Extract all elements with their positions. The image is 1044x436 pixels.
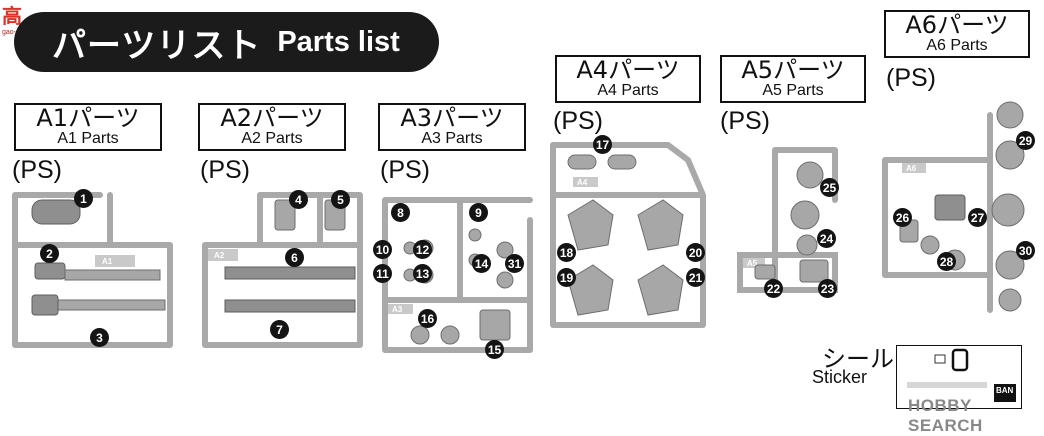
part-number-6: 6 [285,248,304,267]
part-a1-1-shape [31,199,81,225]
part-number-8: 8 [391,203,410,222]
sprue-a5-diagram: A5 [737,147,838,293]
part-number-13: 13 [413,264,432,283]
group-a1-header: A1パーツ A1 Parts [14,103,162,151]
part-number-1: 1 [74,189,93,208]
part-number-26: 26 [893,208,912,227]
group-a4-title: A4パーツ [576,56,680,84]
part-number-11: 11 [373,264,392,283]
part-number-16: 16 [418,309,437,328]
group-a1-title: A1パーツ [36,104,140,132]
sprue-a2-diagram: A2 [202,192,363,348]
part-number-3: 3 [90,328,109,347]
sticker-sheet: BAN [896,345,1022,409]
sprue-a3-tag: A3 [392,305,403,314]
part-number-9: 9 [469,203,488,222]
part-a1-3-shape [31,294,59,316]
sticker-sheet-art [907,348,1016,402]
group-a2-subtitle: A2 Parts [241,130,303,147]
part-number-25: 25 [820,178,839,197]
group-a3-title: A3パーツ [400,104,504,132]
part-a2-4-shape [274,199,296,231]
group-a2-header: A2パーツ A2 Parts [198,103,346,151]
sprue-a5-tag: A5 [747,259,758,268]
part-number-14: 14 [472,254,491,273]
part-a2-7-shape [224,299,356,313]
sprue-a1-tag: A1 [102,257,113,266]
sprue-a6-tag: A6 [906,164,917,173]
group-a1-material: (PS) [12,156,62,184]
sticker-brand: BAN [996,386,1014,395]
part-number-18: 18 [557,243,576,262]
sprue-a4-tag-shape [573,177,598,187]
part-number-19: 19 [557,268,576,287]
group-a3-material: (PS) [380,156,430,184]
parts-list-banner: パーツリスト Parts list [14,12,439,72]
part-number-7: 7 [270,320,289,339]
part-number-31: 31 [505,254,524,273]
part-number-29: 29 [1016,131,1035,150]
part-number-12: 12 [413,240,432,259]
sprue-a1-tag-shape [95,255,135,267]
part-number-5: 5 [331,190,350,209]
sprue-a2-tag-shape [208,249,238,261]
group-a6-material: (PS) [886,64,936,92]
page-title-jp: パーツリスト [52,25,262,66]
group-a4-material: (PS) [553,107,603,135]
group-a6-subtitle: A6 Parts [926,37,988,54]
hobby-search-credit: HOBBY SEARCH [908,396,983,435]
sprue-a6-diagram: A6 [882,101,1025,313]
sticker-title-en: Sticker [812,367,868,387]
group-a5-subtitle: A5 Parts [762,82,824,99]
part-number-28: 28 [937,252,956,271]
group-a6-title: A6パーツ [905,11,1009,39]
part-number-21: 21 [686,268,705,287]
part-number-17: 17 [593,135,612,154]
part-a1-rifle-lower [44,299,166,311]
part-number-10: 10 [373,240,392,259]
part-a1-2-shape [34,262,66,280]
group-a5-material: (PS) [720,107,770,135]
part-number-27: 27 [968,208,987,227]
part-number-4: 4 [289,190,308,209]
part-number-30: 30 [1016,241,1035,260]
group-a5-header: A5パーツ A5 Parts [720,55,866,103]
part-number-15: 15 [485,340,504,359]
part-number-2: 2 [40,244,59,263]
sprue-a4-diagram: A4 [550,142,706,328]
group-a4-header: A4パーツ A4 Parts [555,55,701,103]
part-a2-6-shape [224,266,356,280]
group-a3-header: A3パーツ A3 Parts [378,103,526,151]
sprue-a6-tag-shape [902,163,926,173]
part-number-20: 20 [686,243,705,262]
group-a6-header: A6パーツ A6 Parts [884,10,1030,58]
group-a1-subtitle: A1 Parts [57,130,119,147]
watermark-text: 高 [2,6,22,28]
sprue-a3-tag-shape [388,304,413,314]
part-number-24: 24 [817,229,836,248]
sprue-a5-tag-shape [743,258,765,268]
group-a2-title: A2パーツ [220,104,324,132]
page-title-en: Parts list [277,25,400,58]
group-a2-material: (PS) [200,156,250,184]
part-number-22: 22 [764,279,783,298]
group-a3-subtitle: A3 Parts [421,130,483,147]
part-a1-rifle-upper [64,269,161,281]
group-a4-subtitle: A4 Parts [597,82,659,99]
group-a5-title: A5パーツ [741,56,845,84]
part-number-23: 23 [818,279,837,298]
sprue-a2-tag: A2 [214,251,225,260]
sprue-a1-diagram: A1 [12,192,173,348]
sticker-title-jp: シール [822,345,894,373]
sprue-a4-tag: A4 [577,178,588,187]
